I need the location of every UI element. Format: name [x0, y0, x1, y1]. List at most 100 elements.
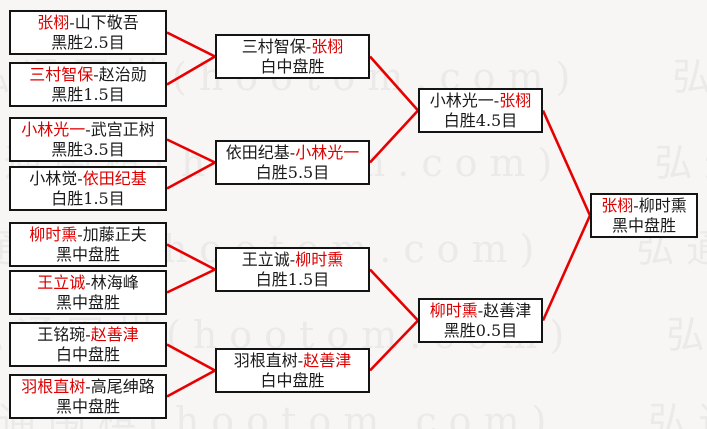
- player-name: 王立诚: [241, 249, 290, 269]
- player-name: 林海峰: [90, 272, 139, 292]
- connector-line: [541, 214, 592, 322]
- player-name: 赵善津: [483, 300, 532, 320]
- match-players: 小林光一-武宫正树: [21, 120, 154, 140]
- player-name: 羽根直树: [233, 350, 298, 370]
- connector-line: [166, 55, 216, 86]
- match-result: 白中盘胜: [260, 370, 325, 390]
- vs-dash: -: [297, 350, 304, 370]
- match-players: 三村智保-张栩: [242, 37, 343, 57]
- match-players: 柳时熏-加藤正夫: [29, 225, 146, 245]
- vs-dash: -: [289, 249, 296, 269]
- vs-dash: -: [77, 224, 83, 244]
- match-result: 白胜4.5目: [443, 110, 518, 130]
- connector-line: [166, 161, 216, 190]
- match-result: 黑中盘胜: [611, 215, 676, 235]
- match-box-r1m2: 三村智保-赵治勋 黑胜1.5目: [9, 62, 167, 107]
- match-box-r1m7: 王铭琬-赵善津 白中盘胜: [9, 322, 167, 367]
- connector-line: [166, 268, 216, 294]
- vs-dash: -: [85, 376, 91, 396]
- connector-line: [369, 55, 419, 112]
- player-name: 小林光一: [21, 119, 86, 139]
- match-result: 黑胜3.5目: [51, 139, 125, 159]
- match-result: 白胜1.5目: [51, 188, 125, 208]
- match-box-r1m5: 柳时熏-加藤正夫 黑中盘胜: [9, 222, 167, 267]
- match-players: 小林觉-依田纪基: [29, 169, 146, 189]
- match-players: 羽根直树-赵善津: [234, 351, 351, 371]
- vs-dash: -: [633, 195, 639, 215]
- player-name: 王立诚: [37, 272, 86, 292]
- vs-dash: -: [85, 324, 91, 344]
- player-name: 柳时熏: [29, 224, 78, 244]
- connector-line: [541, 109, 592, 217]
- match-result: 黑胜1.5目: [51, 84, 125, 104]
- match-result: 白胜5.5目: [255, 162, 330, 182]
- player-name: 张栩: [601, 195, 634, 215]
- match-players: 王立诚-林海峰: [37, 273, 138, 293]
- match-players: 王铭琬-赵善津: [37, 325, 138, 345]
- match-box-r1m3: 小林光一-武宫正树 黑胜3.5目: [9, 117, 167, 162]
- vs-dash: -: [93, 64, 99, 84]
- player-name: 小林觉: [29, 168, 78, 188]
- match-box-r1m4: 小林觉-依田纪基 白胜1.5目: [9, 166, 167, 211]
- match-players: 羽根直树-高尾绅路: [21, 377, 154, 397]
- player-name: 张栩: [311, 36, 344, 56]
- connector-line: [166, 243, 216, 271]
- match-box-r1m6: 王立诚-林海峰 黑中盘胜: [9, 270, 167, 315]
- player-name: 张栩: [499, 90, 532, 110]
- match-result: 白中盘胜: [260, 56, 325, 76]
- match-result: 黑胜0.5目: [443, 320, 518, 340]
- match-players: 王立诚-柳时熏: [242, 250, 343, 270]
- connector-line: [369, 319, 419, 372]
- match-box-r1m1: 张栩-山下敬吾 黑胜2.5目: [9, 10, 167, 55]
- player-name: 羽根直树: [21, 376, 86, 396]
- vs-dash: -: [69, 12, 75, 32]
- vs-dash: -: [477, 300, 484, 320]
- vs-dash: -: [85, 119, 91, 139]
- connector-line: [166, 343, 216, 372]
- player-name: 武宫正树: [90, 119, 155, 139]
- player-name: 加藤正夫: [82, 224, 147, 244]
- connector-line: [369, 109, 419, 164]
- match-players: 张栩-柳时熏: [601, 196, 686, 216]
- player-name: 赵治勋: [98, 64, 147, 84]
- player-name: 赵善津: [303, 350, 352, 370]
- vs-dash: -: [85, 272, 91, 292]
- match-result: 黑中盘胜: [55, 292, 120, 312]
- player-name: 柳时熏: [295, 249, 344, 269]
- match-box-final: 张栩-柳时熏 黑中盘胜: [590, 193, 698, 238]
- match-box-r2m1: 三村智保-张栩 白中盘胜: [215, 34, 370, 79]
- player-name: 高尾绅路: [90, 376, 155, 396]
- match-box-r1m8: 羽根直树-高尾绅路 黑中盘胜: [9, 374, 167, 419]
- connector-line: [369, 268, 419, 322]
- match-box-r2m2: 依田纪基-小林光一 白胜5.5目: [215, 140, 370, 185]
- player-name: 小林光一: [429, 90, 494, 110]
- vs-dash: -: [305, 36, 312, 56]
- match-result: 白中盘胜: [55, 344, 120, 364]
- match-result: 黑胜2.5目: [51, 32, 125, 52]
- player-name: 张栩: [37, 12, 70, 32]
- player-name: 山下敬吾: [74, 12, 139, 32]
- player-name: 小林光一: [295, 142, 360, 162]
- match-players: 柳时熏-赵善津: [430, 301, 531, 321]
- player-name: 柳时熏: [429, 300, 478, 320]
- match-players: 三村智保-赵治勋: [29, 65, 146, 85]
- player-name: 王铭琬: [37, 324, 86, 344]
- match-result: 黑中盘胜: [55, 396, 120, 416]
- connector-line: [166, 369, 216, 398]
- player-name: 三村智保: [241, 36, 306, 56]
- connector-line: [166, 31, 216, 58]
- match-result: 黑中盘胜: [55, 244, 120, 264]
- player-name: 柳时熏: [638, 195, 687, 215]
- connector-line: [166, 138, 216, 164]
- match-players: 依田纪基-小林光一: [226, 143, 359, 163]
- vs-dash: -: [289, 142, 296, 162]
- match-box-r2m4: 羽根直树-赵善津 白中盘胜: [215, 348, 370, 393]
- match-box-r3m2: 柳时熏-赵善津 黑胜0.5目: [418, 298, 543, 343]
- player-name: 三村智保: [29, 64, 94, 84]
- match-players: 张栩-山下敬吾: [37, 13, 138, 33]
- match-players: 小林光一-张栩: [430, 91, 531, 111]
- player-name: 依田纪基: [225, 142, 290, 162]
- player-name: 依田纪基: [82, 168, 147, 188]
